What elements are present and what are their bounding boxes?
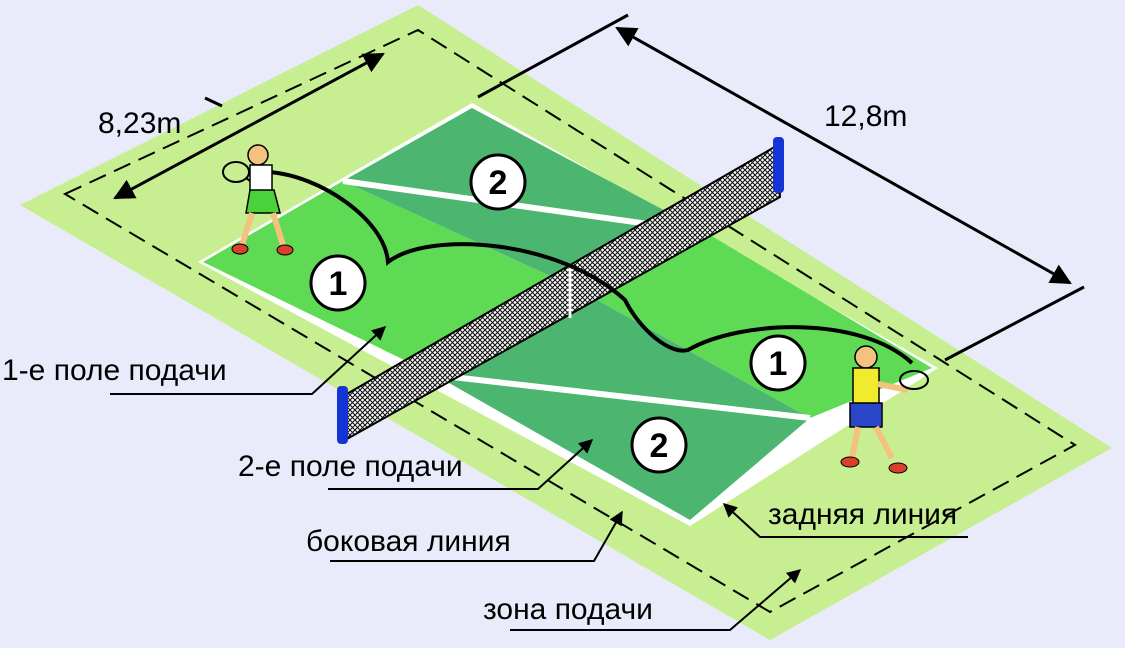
svg-text:2-е поле подачи: 2-е поле подачи xyxy=(238,450,463,483)
player-right-icon xyxy=(840,345,929,474)
net-post-left xyxy=(337,386,348,444)
svg-text:1: 1 xyxy=(769,345,788,383)
label-side-line: боковая линия xyxy=(306,510,623,562)
svg-text:1: 1 xyxy=(329,265,348,303)
length-dimension: 12,8m xyxy=(477,13,1085,362)
svg-text:2: 2 xyxy=(489,164,508,202)
label-back-line: задняя линия xyxy=(722,498,968,538)
width-dimension: 8,23m xyxy=(98,52,385,200)
label-first-service-court: 1-е поле подачи xyxy=(2,326,387,395)
shuttle-trajectory xyxy=(267,170,914,365)
width-label: 8,23m xyxy=(98,107,181,140)
label-service-zone: зона подачи xyxy=(483,569,802,631)
zone-number-1-far: 1 xyxy=(309,254,367,312)
svg-text:боковая линия: боковая линия xyxy=(306,525,511,558)
net xyxy=(337,137,784,444)
zone-number-1-near: 1 xyxy=(749,334,807,392)
svg-text:2: 2 xyxy=(650,427,669,465)
net-post-right xyxy=(773,137,784,193)
svg-text:задняя линия: задняя линия xyxy=(768,498,957,531)
svg-text:зона подачи: зона подачи xyxy=(483,593,653,626)
label-second-service-court: 2-е поле подачи xyxy=(238,439,594,490)
player-left-icon xyxy=(222,144,294,256)
zone-number-2-far: 2 xyxy=(469,153,527,211)
svg-text:1-е поле подачи: 1-е поле подачи xyxy=(2,354,227,387)
zone-number-2-near: 2 xyxy=(630,416,688,474)
court-near-right-service-2 xyxy=(435,285,810,520)
length-label: 12,8m xyxy=(824,100,907,133)
